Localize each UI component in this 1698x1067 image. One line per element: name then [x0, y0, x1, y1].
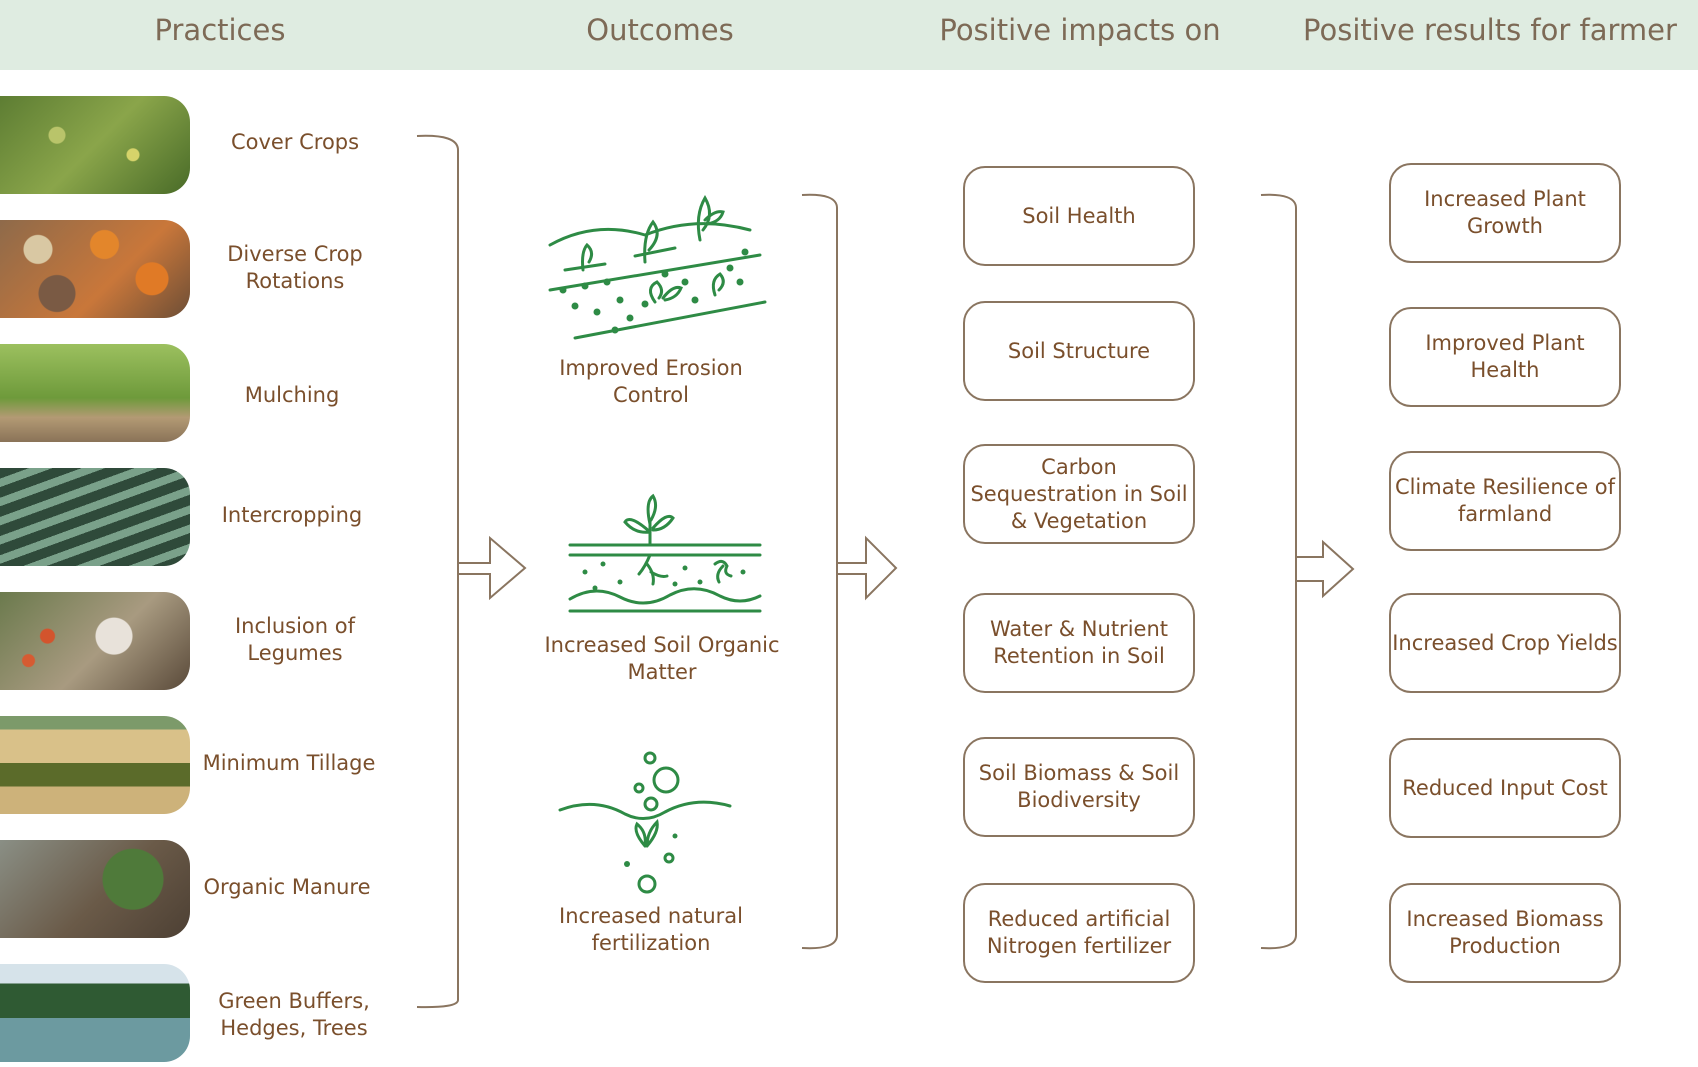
outcome-label-natural-fertilization: Increased natural fertilization	[559, 904, 743, 955]
mulching-photo	[0, 344, 190, 442]
natural-fertilization-icon	[558, 751, 732, 894]
impact-box-water-nutrient-retention: Water & Nutrient Retention in Soil	[963, 593, 1195, 693]
header-band: Practices Outcomes Positive impacts on P…	[0, 0, 1698, 70]
practice-label-green-buffers: Green Buffers, Hedges, Trees	[218, 989, 370, 1040]
impact-box-carbon-sequestration: Carbon Sequestration in Soil & Vegetatio…	[963, 444, 1195, 544]
practice-label-minimum-tillage: Minimum Tillage	[202, 751, 376, 775]
result-box-plant-growth: Increased Plant Growth	[1389, 163, 1621, 263]
practice-label-intercropping: Intercropping	[221, 503, 363, 527]
green-buffers-photo	[0, 964, 190, 1062]
erosion-control-icon	[548, 195, 767, 340]
organic-manure-photo	[0, 840, 190, 938]
result-box-biomass-production: Increased Biomass Production	[1389, 883, 1621, 983]
header-outcomes: Outcomes	[586, 13, 734, 47]
impact-box-soil-health: Soil Health	[963, 166, 1195, 266]
practice-label-diverse-crop-rotations: Diverse Crop Rotations	[227, 242, 363, 293]
soil-organic-matter-icon	[568, 493, 762, 613]
result-box-climate-resilience: Climate Resilience of farmland	[1389, 451, 1621, 551]
minimum-tillage-photo	[0, 716, 190, 814]
practice-label-organic-manure: Organic Manure	[203, 875, 371, 899]
outcome-label-soil-organic-matter: Increased Soil Organic Matter	[544, 633, 780, 684]
header-positive-results: Positive results for farmer	[1303, 13, 1677, 47]
legumes-photo	[0, 592, 190, 690]
impact-box-reduced-nitrogen: Reduced artificial Nitrogen fertilizer	[963, 883, 1195, 983]
header-positive-impacts: Positive impacts on	[939, 13, 1221, 47]
result-box-plant-health: Improved Plant Health	[1389, 307, 1621, 407]
result-box-reduced-input-cost: Reduced Input Cost	[1389, 738, 1621, 838]
outcome-label-erosion-control: Improved Erosion Control	[559, 356, 743, 407]
practice-label-cover-crops: Cover Crops	[230, 130, 360, 154]
practice-label-mulching: Mulching	[244, 383, 340, 407]
header-practices: Practices	[154, 13, 286, 47]
practice-label-legumes: Inclusion of Legumes	[234, 614, 356, 665]
intercropping-photo	[0, 468, 190, 566]
result-box-crop-yields: Increased Crop Yields	[1389, 593, 1621, 693]
cover-crops-photo	[0, 96, 190, 194]
impact-box-soil-biodiversity: Soil Biomass & Soil Biodiversity	[963, 737, 1195, 837]
impact-box-soil-structure: Soil Structure	[963, 301, 1195, 401]
diverse-crop-rotations-photo	[0, 220, 190, 318]
